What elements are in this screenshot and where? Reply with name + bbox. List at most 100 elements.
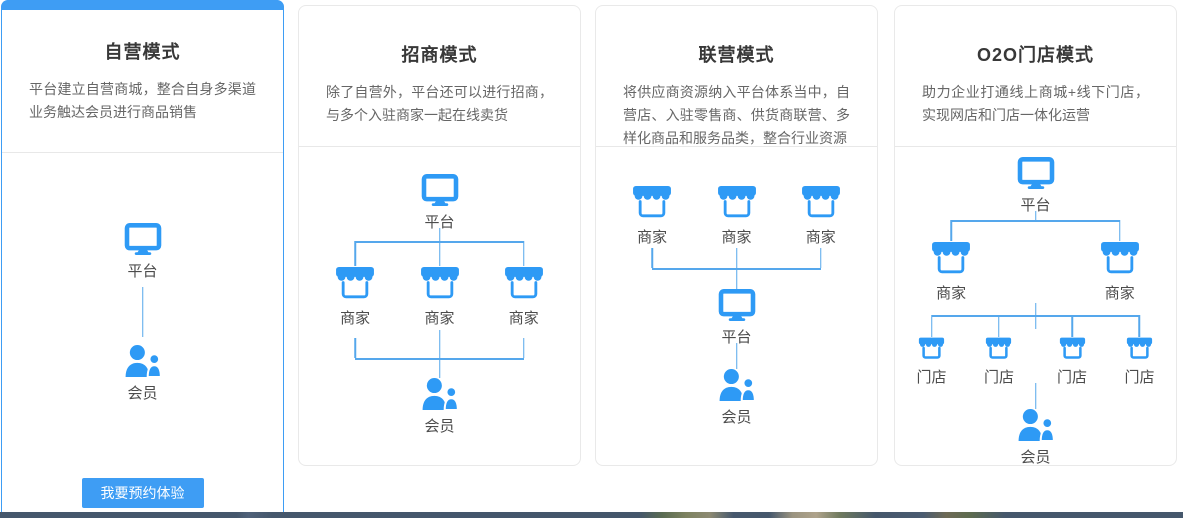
mode-diagram: 平台商家 商家 商家会员 [299, 147, 580, 435]
card-description: 将供应商资源纳入平台体系当中，自营店、入驻零售商、供货商联营、多样化商品和服务品… [623, 84, 850, 146]
mode-card-o2o-store[interactable]: O2O门店模式 助力企业打通线上商城+线下门店，实现网店和门店一体化运营 平台商… [894, 5, 1177, 466]
mode-card-self-operated[interactable]: 自营模式 平台建立自营商城，整合自身多渠道业务触达会员进行商品销售 平台会员 我… [1, 0, 284, 512]
card-header: 联营模式 将供应商资源纳入平台体系当中，自营店、入驻零售商、供货商联营、多样化商… [596, 6, 877, 146]
node-label: 会员 [424, 418, 455, 435]
tree-connector [895, 211, 1176, 241]
merchant-node: 商家 [418, 266, 462, 328]
reserve-trial-button[interactable]: 我要预约体验 [81, 478, 204, 508]
tree-connector [596, 343, 877, 369]
card-header: 自营模式 平台建立自营商城，整合自身多渠道业务触达会员进行商品销售 [2, 10, 283, 152]
platform-node: 平台 [421, 174, 458, 232]
members-icon [123, 345, 163, 379]
divider [2, 152, 283, 153]
shop-node: 门店 [917, 337, 947, 387]
mode-card-merchant-recruiting[interactable]: 招商模式 除了自营外，平台还可以进行招商，与多个入驻商家一起在线卖货 平台商家商… [298, 5, 581, 466]
merchant-node: 商家 [1098, 241, 1142, 303]
card-title: 联营模式 [698, 45, 775, 65]
node-label: 商家 [637, 229, 668, 246]
members-icon [420, 378, 460, 412]
storefront-icon [1058, 337, 1087, 361]
mode-diagram: 平台会员 [2, 153, 283, 402]
diagram-node-row: 商家 商家 [895, 241, 1176, 303]
monitor-icon [421, 174, 458, 206]
diagram-node-row: 商家 商家 商家 [299, 266, 580, 328]
monitor-icon [718, 289, 755, 321]
diagram-node-row: 平台 [299, 174, 580, 231]
monitor-icon [1017, 157, 1054, 189]
card-description: 助力企业打通线上商城+线下门店，实现网店和门店一体化运营 [922, 84, 1149, 123]
node-label: 会员 [1020, 449, 1051, 466]
member-node: 会员 [717, 369, 757, 427]
shop-node: 门店 [1124, 337, 1154, 387]
mode-card-joint-operation[interactable]: 联营模式 将供应商资源纳入平台体系当中，自营店、入驻零售商、供货商联营、多样化商… [595, 5, 878, 466]
card-title: 自营模式 [104, 42, 181, 62]
tree-connector [2, 277, 283, 345]
card-title: O2O门店模式 [976, 45, 1094, 65]
node-label: 会员 [721, 409, 752, 426]
shop-node: 门店 [984, 337, 1014, 387]
diagram-node-row: 商家 商家 商家 [596, 185, 877, 247]
diagram-node-row: 平台 [596, 289, 877, 346]
storefront-icon [418, 266, 462, 302]
member-node: 会员 [1016, 409, 1056, 467]
node-label: 门店 [983, 369, 1014, 386]
node-label: 商家 [508, 310, 539, 327]
storefront-icon [929, 241, 973, 277]
storefront-icon [799, 185, 843, 221]
storefront-icon [630, 185, 674, 221]
platform-node: 平台 [718, 289, 755, 347]
node-label: 平台 [721, 329, 752, 346]
node-label: 商家 [1104, 285, 1135, 302]
next-section-image-edge [0, 512, 1183, 518]
node-label: 平台 [127, 263, 158, 280]
diagram-node-row: 平台 [2, 223, 283, 280]
diagram-node-row: 会员 [299, 378, 580, 435]
node-label: 商家 [721, 229, 752, 246]
divider [596, 146, 877, 147]
card-header: 招商模式 除了自营外，平台还可以进行招商，与多个入驻商家一起在线卖货 [299, 6, 580, 146]
storefront-icon [1125, 337, 1154, 361]
mode-diagram: 平台商家商家门店门店门店门店会员 [895, 147, 1176, 466]
tree-connector [895, 383, 1176, 409]
merchant-node: 商家 [929, 241, 973, 303]
merchant-node: 商家 [799, 185, 843, 247]
merchant-node: 商家 [630, 185, 674, 247]
card-title: 招商模式 [401, 45, 478, 65]
node-label: 会员 [127, 385, 158, 402]
merchant-node: 商家 [333, 266, 377, 328]
active-card-accent-bar [1, 0, 284, 10]
node-label: 商家 [424, 310, 455, 327]
diagram-node-row: 平台 [895, 157, 1176, 214]
diagram-node-row: 会员 [2, 345, 283, 402]
storefront-icon [984, 337, 1013, 361]
node-label: 门店 [1057, 369, 1088, 386]
tree-connector [299, 328, 580, 378]
node-label: 商家 [936, 285, 967, 302]
merchant-node: 商家 [502, 266, 546, 328]
tree-connector [895, 303, 1176, 337]
storefront-icon [502, 266, 546, 302]
node-label: 商家 [340, 310, 371, 327]
mode-diagram: 商家 商家 商家平台会员 [596, 147, 877, 426]
divider [299, 146, 580, 147]
node-label: 门店 [916, 369, 947, 386]
platform-node: 平台 [124, 223, 161, 281]
member-node: 会员 [420, 378, 460, 436]
platform-node: 平台 [1017, 157, 1054, 215]
diagram-node-row: 会员 [895, 409, 1176, 466]
card-header: O2O门店模式 助力企业打通线上商城+线下门店，实现网店和门店一体化运营 [895, 6, 1176, 146]
storefront-icon [917, 337, 946, 361]
tree-connector [299, 228, 580, 266]
node-label: 商家 [805, 229, 836, 246]
node-label: 平台 [424, 214, 455, 231]
node-label: 平台 [1020, 197, 1051, 214]
member-node: 会员 [123, 345, 163, 403]
merchant-node: 商家 [715, 185, 759, 247]
card-description: 平台建立自营商城，整合自身多渠道业务触达会员进行商品销售 [29, 81, 256, 120]
diagram-node-row: 会员 [596, 369, 877, 426]
tree-connector [596, 247, 877, 289]
shop-node: 门店 [1057, 337, 1087, 387]
diagram-node-row: 门店门店门店门店 [895, 337, 1176, 386]
members-icon [1016, 409, 1056, 443]
